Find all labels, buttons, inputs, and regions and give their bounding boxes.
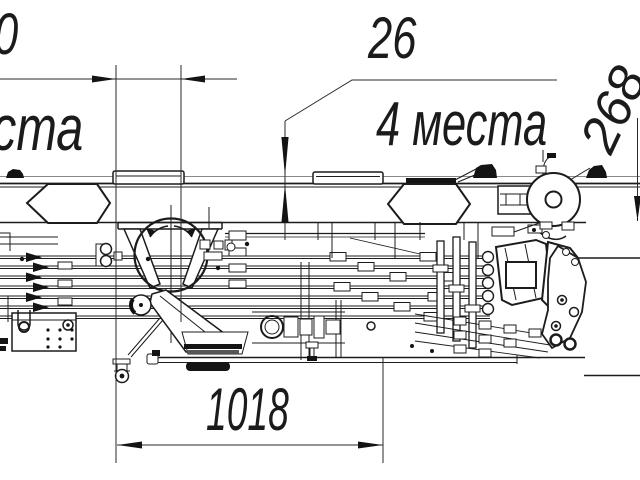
beam-clamps <box>6 164 607 183</box>
dim-1018-value: 1018 <box>206 376 289 443</box>
sowing-unit-cluster <box>410 221 587 359</box>
caster-wheel <box>112 358 131 384</box>
dim-top-left-note: ста <box>0 92 84 164</box>
dim-26-note: 4 места <box>376 90 548 159</box>
hexagon-sleeve-left <box>25 183 112 224</box>
discharge-chute <box>127 289 249 371</box>
mounting-plate-left <box>112 170 185 185</box>
mounting-plate-right <box>312 171 384 185</box>
sub-beam-bar <box>208 207 479 289</box>
dim-top-left-value: 0 <box>0 6 18 64</box>
small-pulley <box>129 294 152 316</box>
drive-pulley-unit <box>497 150 581 241</box>
seed-tube-bundle <box>0 232 490 322</box>
bottom-rail <box>146 353 585 365</box>
hexagon-sleeve-right <box>386 183 472 225</box>
perforated-plate <box>0 310 77 352</box>
dim-26-value: 26 <box>368 6 417 71</box>
hydraulic-block <box>252 262 376 361</box>
dimension-lines <box>0 65 640 463</box>
